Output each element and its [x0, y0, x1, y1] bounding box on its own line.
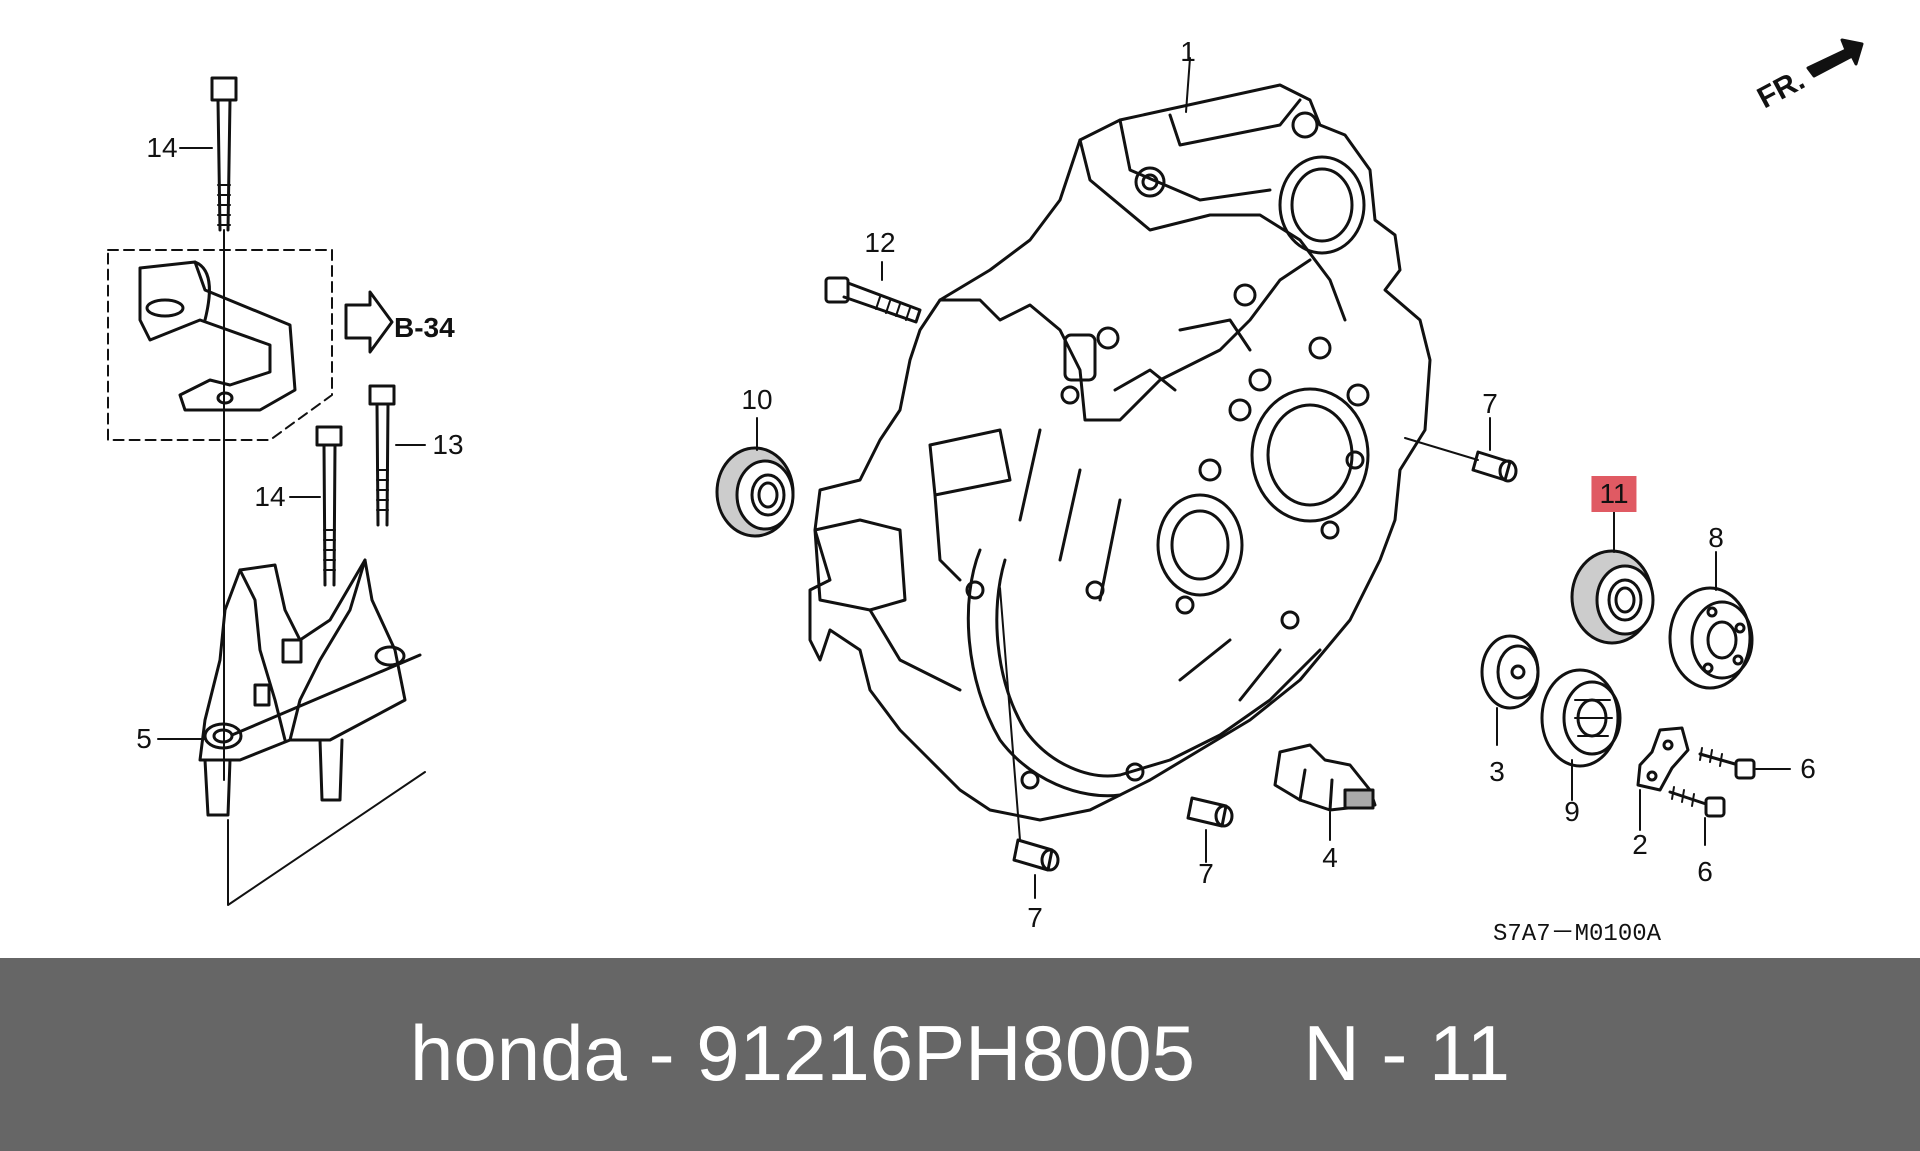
callout-part-7-low: 7 [1027, 902, 1043, 933]
callout-part-6-upper: 6 [1800, 753, 1816, 784]
bolt-13 [368, 384, 396, 527]
fr-arrow [1806, 38, 1864, 78]
bearing-11 [1570, 549, 1655, 645]
bracket-dashed-box [107, 249, 333, 441]
callout-part-9: 9 [1564, 796, 1580, 827]
bearing-9 [1540, 668, 1622, 768]
part-number-caption: honda - 91216PH8005 N - 11 [410, 1009, 1510, 1097]
callout-part-4: 4 [1322, 842, 1338, 873]
mount-bracket-5 [198, 558, 422, 817]
reference-label: B-34 [394, 312, 455, 343]
dowel-7-mid [1186, 796, 1234, 828]
callout-part-3: 3 [1489, 756, 1505, 787]
callout-part-12: 12 [864, 227, 896, 258]
plate-3 [1480, 634, 1540, 710]
bearing-10 [715, 446, 795, 538]
diagram-code: S7A7－M0100A [1493, 921, 1662, 948]
callout-part-13: 13 [432, 429, 464, 460]
arrow-b34 [344, 290, 394, 354]
housing-main [808, 83, 1432, 822]
callout-part-11-highlighted: 11 [1591, 476, 1637, 512]
dowel-7-right [1471, 450, 1518, 483]
bolt-6-upper [1698, 747, 1756, 780]
sensor-4 [1273, 743, 1377, 812]
bolt-14-lower [315, 425, 343, 587]
callout-part-10: 10 [741, 384, 773, 415]
callout-part-14-upper: 14 [146, 132, 178, 163]
plate-2 [1636, 726, 1690, 792]
callout-part-7-right: 7 [1482, 388, 1498, 419]
bearing-8 [1668, 586, 1754, 690]
parts-diagram: 1 2 3 4 5 6 6 7 7 7 8 9 10 11 12 13 14 1… [107, 36, 1864, 948]
dowel-7-low [1012, 838, 1060, 872]
diagram-drawing [107, 38, 1864, 906]
callout-part-7-mid: 7 [1198, 858, 1214, 889]
callout-part-2: 2 [1632, 829, 1648, 860]
callout-part-6-lower: 6 [1697, 856, 1713, 887]
callout-part-5: 5 [136, 723, 152, 754]
callout-part-8: 8 [1708, 522, 1724, 553]
callout-part-14-lower: 14 [254, 481, 286, 512]
bolt-12 [824, 276, 922, 324]
bracket-b34 [138, 260, 297, 412]
bolt-6-lower [1668, 786, 1726, 818]
callout-part-1: 1 [1180, 36, 1196, 67]
footer-bar: honda - 91216PH8005 N - 11 [0, 958, 1920, 1151]
bolt-14-top [210, 76, 238, 232]
